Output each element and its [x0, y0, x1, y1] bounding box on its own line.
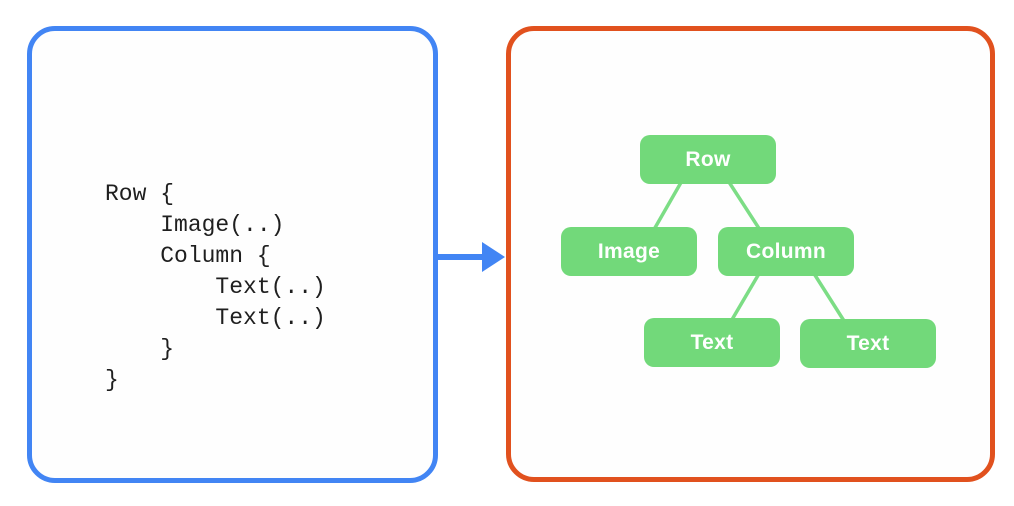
arrow-right-icon [434, 242, 505, 272]
code-line: } [105, 367, 119, 393]
tree-node-row: Row [640, 135, 776, 184]
tree-edges [650, 177, 848, 326]
code-line: Image(..) [105, 212, 285, 238]
code-line: Column { [105, 243, 271, 269]
edge-column-text1 [728, 270, 762, 325]
edge-row-column [725, 177, 764, 235]
edge-column-text2 [811, 270, 848, 326]
code-panel: Row { Image(..) Column { Text(..) Text(.… [27, 26, 438, 483]
code-block: Row { Image(..) Column { Text(..) Text(.… [105, 179, 326, 396]
code-line: } [105, 336, 175, 362]
edge-row-image [650, 177, 685, 235]
tree-panel: Row Image Column Text Text [506, 26, 995, 482]
tree-node-image: Image [561, 227, 697, 276]
tree-node-text-2: Text [800, 319, 936, 368]
code-line: Text(..) [105, 305, 326, 331]
tree-node-column: Column [718, 227, 854, 276]
code-line: Text(..) [105, 274, 326, 300]
tree-node-text-1: Text [644, 318, 780, 367]
code-line: Row { [105, 181, 175, 207]
